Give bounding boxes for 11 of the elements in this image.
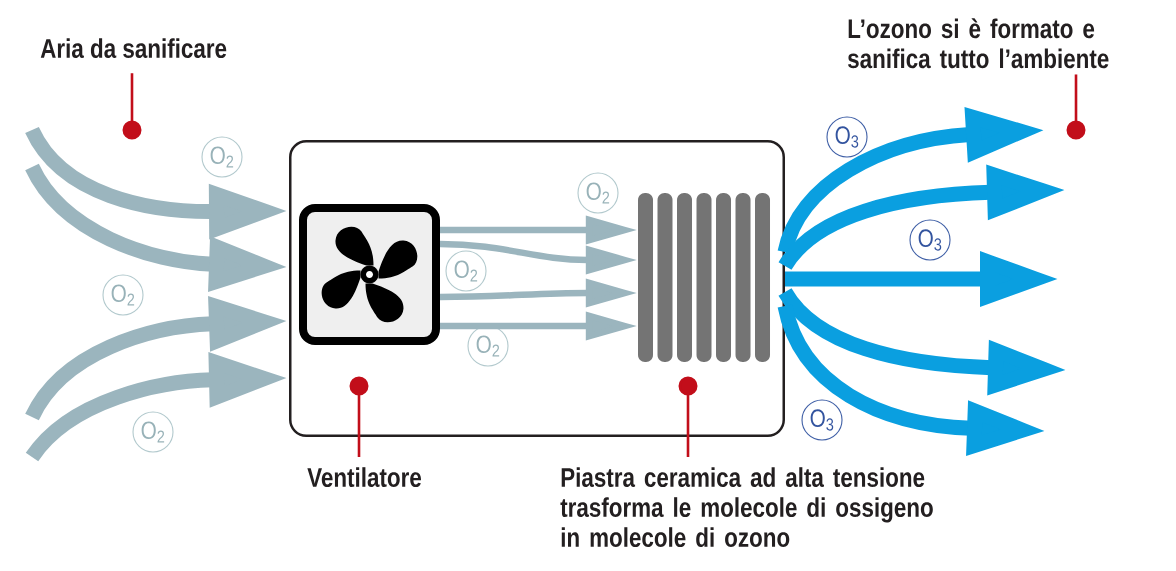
callout-text: Piastra ceramica ad alta tensione trasforma le molecole di ossigeno in molecole di ozono [560, 467, 933, 548]
leader-line [678, 376, 698, 457]
leader-line [122, 73, 142, 140]
callout-text: Ventilatore [307, 467, 422, 488]
device-box [289, 140, 785, 437]
callout-text: Aria da sanificare [40, 38, 227, 59]
fan-picture [299, 204, 440, 345]
leader-line [349, 376, 369, 457]
plate-picture [638, 193, 770, 362]
leader-line [1066, 74, 1086, 140]
callout-text: L’ozono si è formato e sanifica tutto l’ambiente [848, 18, 1109, 69]
